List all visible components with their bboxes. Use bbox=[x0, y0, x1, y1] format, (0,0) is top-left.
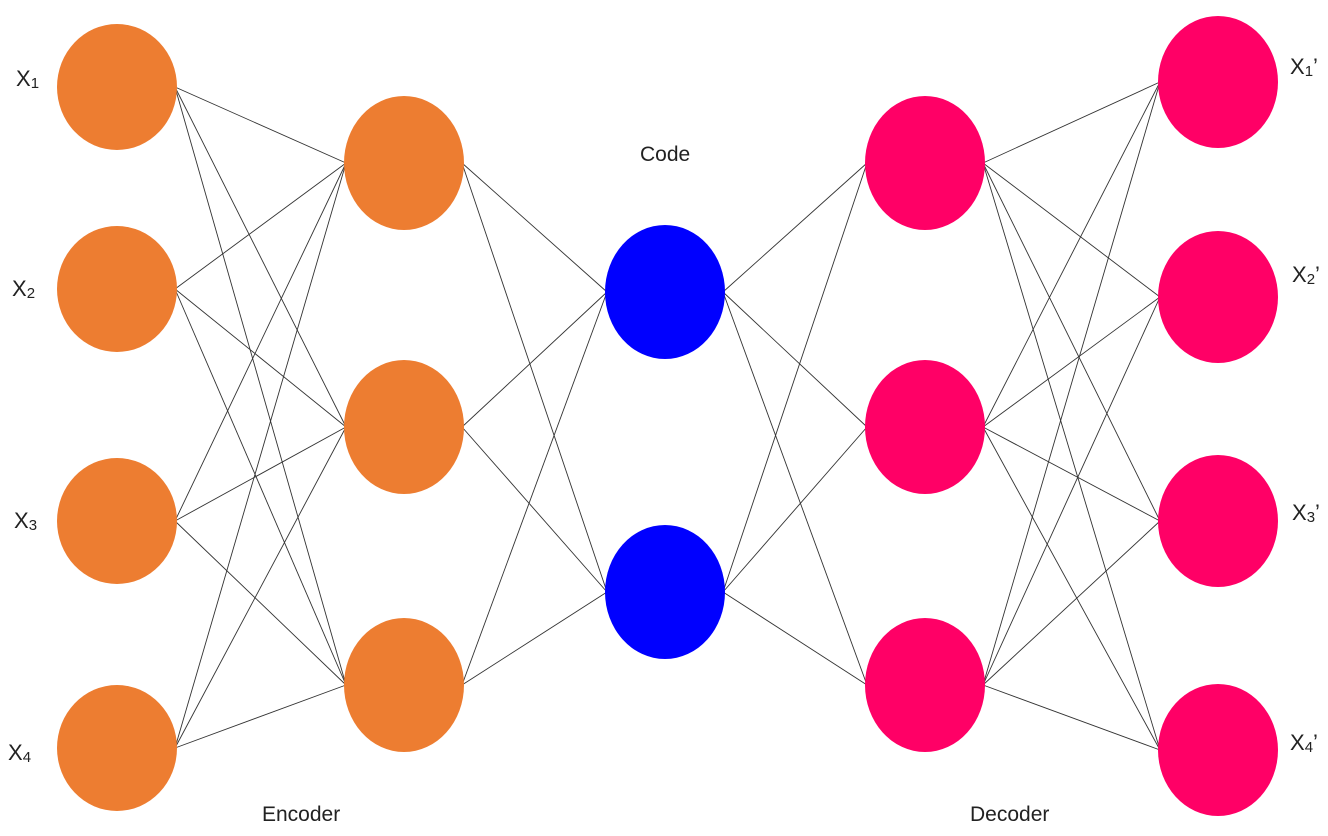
neurons bbox=[57, 16, 1278, 816]
decoder-hidden-node-2 bbox=[865, 360, 985, 494]
output-node-4 bbox=[1158, 684, 1278, 816]
edge-input-2-to-encoder-hidden-3 bbox=[174, 288, 347, 686]
edge-code-2-to-decoder-hidden-1 bbox=[722, 162, 868, 593]
edge-decoder-hidden-1-to-output-1 bbox=[982, 81, 1161, 164]
input-label-3: X3 bbox=[14, 508, 38, 534]
input-label-2: X2 bbox=[12, 276, 36, 302]
edge-decoder-hidden-1-to-output-3 bbox=[982, 162, 1161, 522]
edge-input-4-to-encoder-hidden-2 bbox=[174, 426, 347, 749]
edge-decoder-hidden-3-to-output-3 bbox=[982, 520, 1161, 686]
decoder-hidden-node-1 bbox=[865, 96, 985, 230]
output-label-1: X1’ bbox=[1290, 54, 1318, 80]
code-caption: Code bbox=[640, 143, 691, 166]
encoder-hidden-node-2 bbox=[344, 360, 464, 494]
edge-encoder-hidden-1-to-code-2 bbox=[461, 162, 608, 593]
output-label-3: X3’ bbox=[1292, 500, 1320, 526]
edge-decoder-hidden-3-to-output-2 bbox=[982, 296, 1161, 686]
edge-input-3-to-encoder-hidden-1 bbox=[174, 162, 347, 522]
edge-encoder-hidden-3-to-code-1 bbox=[461, 291, 608, 686]
edge-decoder-hidden-3-to-output-1 bbox=[982, 81, 1161, 686]
edge-encoder-hidden-1-to-code-1 bbox=[461, 162, 608, 293]
edge-encoder-hidden-2-to-code-2 bbox=[461, 426, 608, 593]
decoder-hidden-node-3 bbox=[865, 618, 985, 752]
code-node-1 bbox=[605, 225, 725, 359]
edge-decoder-hidden-2-to-output-1 bbox=[982, 81, 1161, 428]
input-node-4 bbox=[57, 685, 177, 811]
edge-input-1-to-encoder-hidden-3 bbox=[174, 86, 347, 686]
edge-input-4-to-encoder-hidden-1 bbox=[174, 162, 347, 749]
edge-code-2-to-decoder-hidden-3 bbox=[722, 591, 868, 686]
edge-input-3-to-encoder-hidden-3 bbox=[174, 520, 347, 686]
encoder-hidden-node-1 bbox=[344, 96, 464, 230]
output-label-2: X2’ bbox=[1292, 262, 1320, 288]
input-node-3 bbox=[57, 458, 177, 584]
output-label-4: X4’ bbox=[1290, 730, 1318, 756]
output-node-2 bbox=[1158, 231, 1278, 363]
edge-encoder-hidden-2-to-code-1 bbox=[461, 291, 608, 428]
edge-code-1-to-decoder-hidden-2 bbox=[722, 291, 868, 428]
code-node-2 bbox=[605, 525, 725, 659]
edge-decoder-hidden-2-to-output-2 bbox=[982, 296, 1161, 428]
input-node-1 bbox=[57, 24, 177, 150]
input-label-4: X4 bbox=[8, 740, 32, 766]
edge-input-1-to-encoder-hidden-1 bbox=[174, 86, 347, 164]
encoder-caption: Encoder bbox=[262, 803, 341, 826]
edge-code-1-to-decoder-hidden-3 bbox=[722, 291, 868, 686]
output-node-1 bbox=[1158, 16, 1278, 148]
edge-input-4-to-encoder-hidden-3 bbox=[174, 684, 347, 749]
edge-encoder-hidden-3-to-code-2 bbox=[461, 591, 608, 686]
edge-decoder-hidden-1-to-output-2 bbox=[982, 162, 1161, 298]
edge-input-1-to-encoder-hidden-2 bbox=[174, 86, 347, 428]
output-node-3 bbox=[1158, 455, 1278, 587]
edge-input-2-to-encoder-hidden-2 bbox=[174, 288, 347, 428]
edge-decoder-hidden-2-to-output-3 bbox=[982, 426, 1161, 522]
edge-code-1-to-decoder-hidden-1 bbox=[722, 162, 868, 293]
edge-input-2-to-encoder-hidden-1 bbox=[174, 162, 347, 290]
edge-decoder-hidden-2-to-output-4 bbox=[982, 426, 1161, 751]
input-label-1: X1 bbox=[16, 66, 40, 92]
edge-decoder-hidden-3-to-output-4 bbox=[982, 684, 1161, 751]
edge-code-2-to-decoder-hidden-2 bbox=[722, 426, 868, 593]
edge-decoder-hidden-1-to-output-4 bbox=[982, 162, 1161, 751]
connections bbox=[174, 81, 1161, 751]
encoder-hidden-node-3 bbox=[344, 618, 464, 752]
decoder-caption: Decoder bbox=[970, 803, 1050, 826]
edge-input-3-to-encoder-hidden-2 bbox=[174, 426, 347, 522]
input-node-2 bbox=[57, 226, 177, 352]
